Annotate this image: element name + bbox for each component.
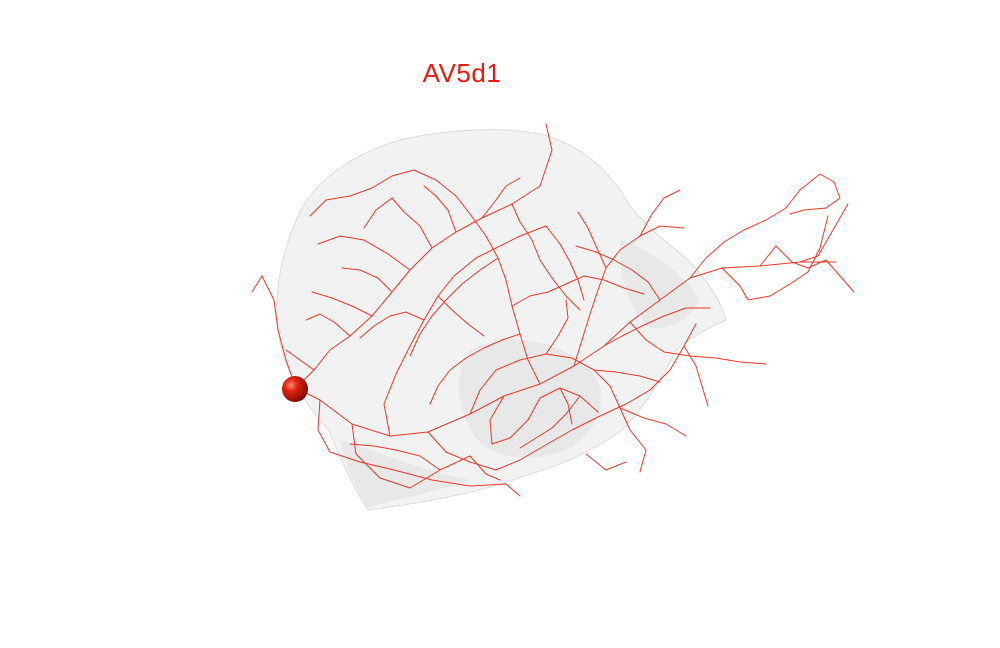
neuron-skeleton xyxy=(251,123,855,497)
neuropil-mesh xyxy=(276,129,727,511)
soma-sphere-marker-icon xyxy=(282,376,308,402)
neuron-title: AV5d1 xyxy=(422,58,502,88)
